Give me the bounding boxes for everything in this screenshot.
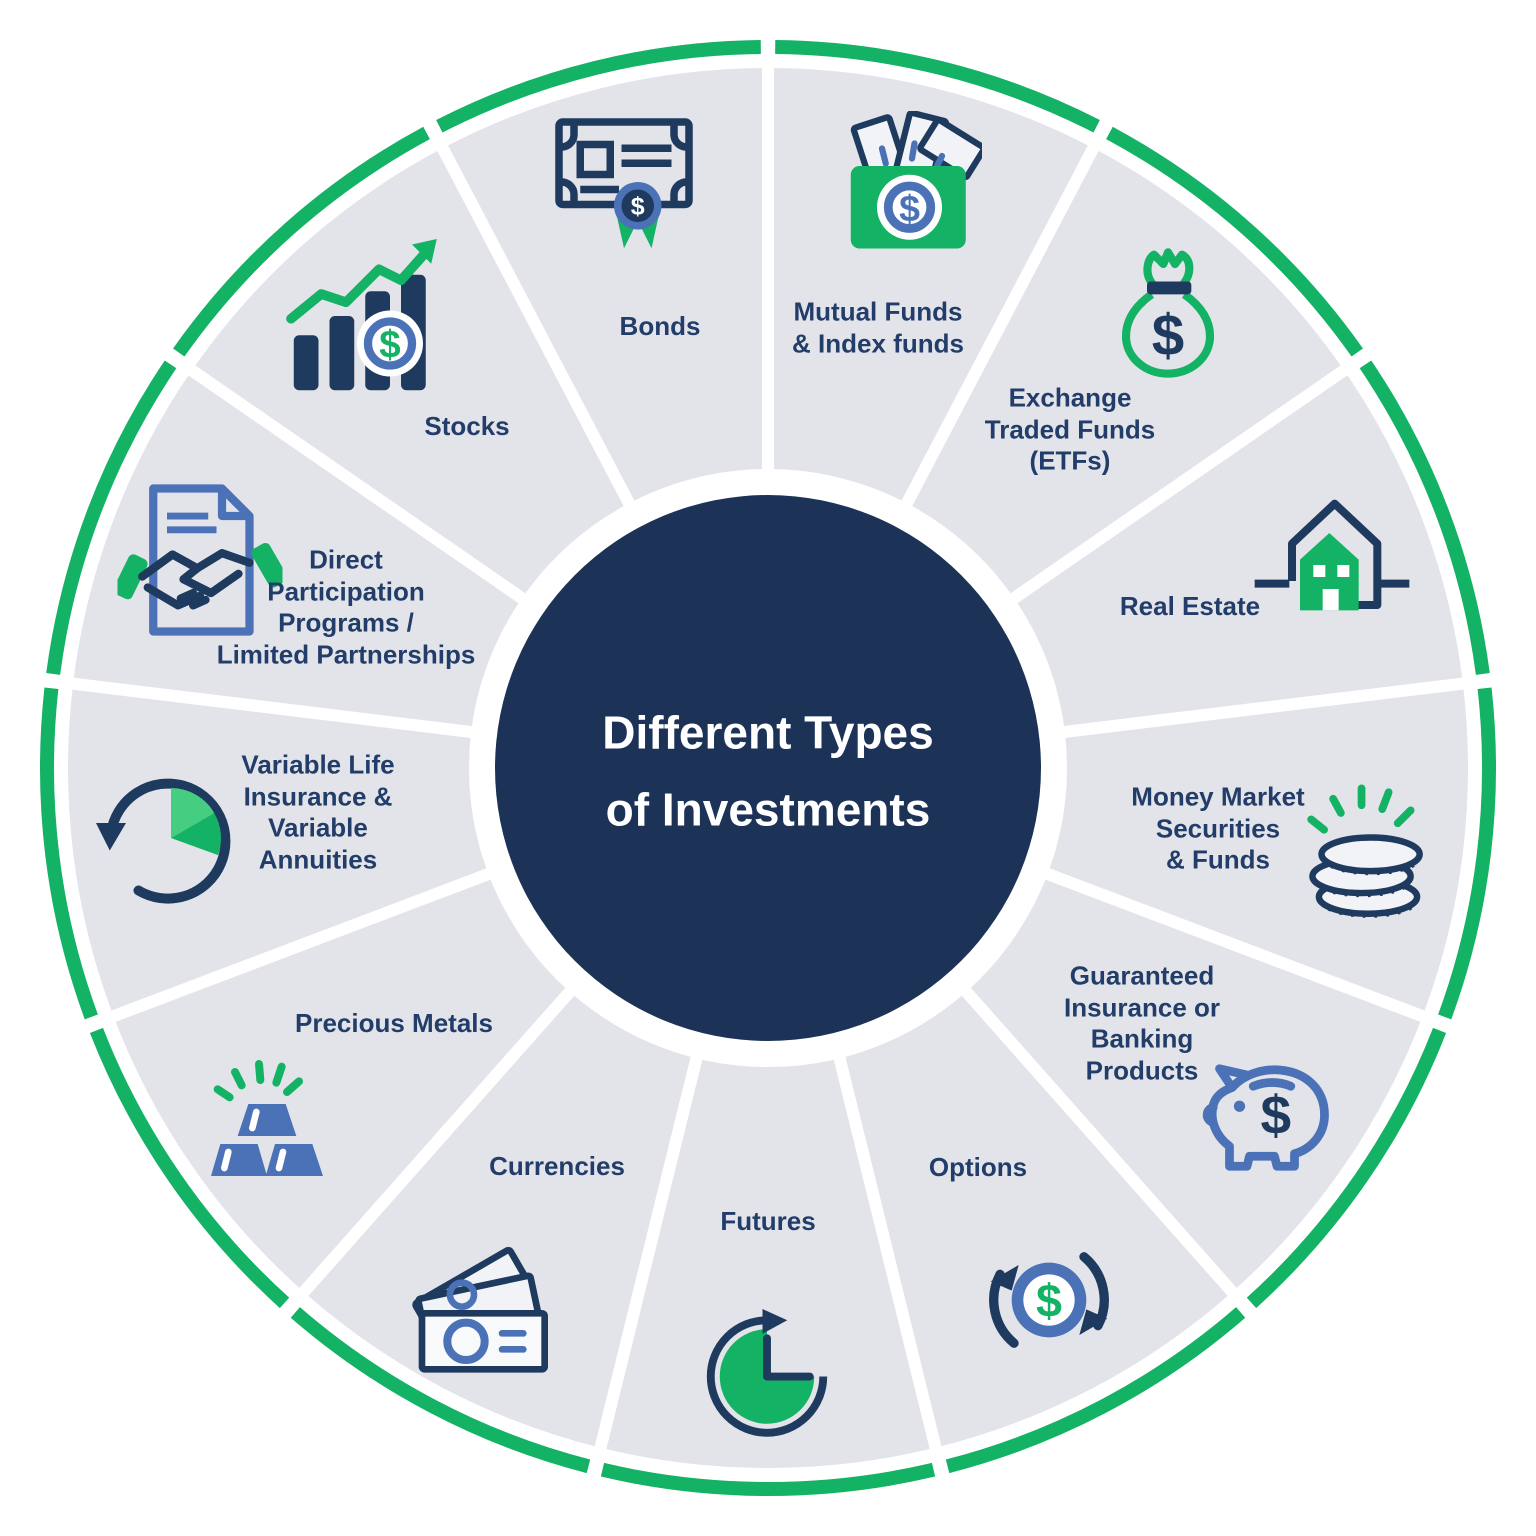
mutual-funds-icon (851, 112, 985, 248)
label-bonds: Bonds (619, 311, 701, 342)
label-dpp: Direct Participation Programs / Limited … (216, 544, 476, 670)
label-currencies: Currencies (489, 1151, 625, 1182)
segment-money-market (1034, 676, 1480, 1027)
ring-arc-guaranteed (1246, 1027, 1447, 1309)
segment-futures (591, 1045, 945, 1480)
ring-arc-stocks (173, 126, 430, 357)
ring-arc-precious-metals (89, 1027, 290, 1309)
label-precious-metals: Precious Metals (295, 1008, 493, 1039)
label-mutual-funds: Mutual Funds & Index funds (792, 296, 964, 358)
label-guaranteed: Guaranteed Insurance or Banking Products (1063, 960, 1221, 1086)
wheel-title: Different Types of Investments (602, 706, 934, 836)
ring-arc-currencies (290, 1307, 591, 1474)
label-money-market: Money Market Securities & Funds (1131, 781, 1305, 875)
ring-arc-variable-life (40, 687, 98, 1020)
segment-options (830, 978, 1245, 1461)
segment-variable-life (56, 676, 502, 1027)
ring-arc-mutual-funds (775, 40, 1100, 133)
wheel-outer-ring (40, 40, 1496, 1496)
ring-arc-futures (600, 1462, 936, 1496)
label-real-estate: Real Estate (1119, 591, 1261, 622)
label-etf: Exchange Traded Funds (ETFs) (984, 382, 1156, 476)
label-futures: Futures (720, 1206, 816, 1237)
ring-arc-etf (1106, 126, 1363, 357)
ring-arc-bonds (436, 40, 761, 133)
ring-arc-options (945, 1307, 1246, 1474)
segment-real-estate (1000, 358, 1476, 740)
segment-dpp (60, 358, 536, 740)
segment-etf (896, 134, 1358, 610)
label-options: Options (928, 1152, 1028, 1183)
segment-currencies (291, 978, 706, 1461)
label-variable-life: Variable Life Insurance & Variable Annui… (241, 749, 395, 875)
ring-arc-money-market (1438, 687, 1496, 1020)
center-circle (495, 495, 1041, 1041)
segment-mutual-funds (762, 55, 1105, 517)
ring-arc-dpp (46, 360, 177, 675)
label-stocks: Stocks (424, 411, 510, 442)
segment-guaranteed (953, 864, 1436, 1305)
wheel-sectors (56, 55, 1480, 1480)
ring-arc-real-estate (1359, 360, 1490, 675)
